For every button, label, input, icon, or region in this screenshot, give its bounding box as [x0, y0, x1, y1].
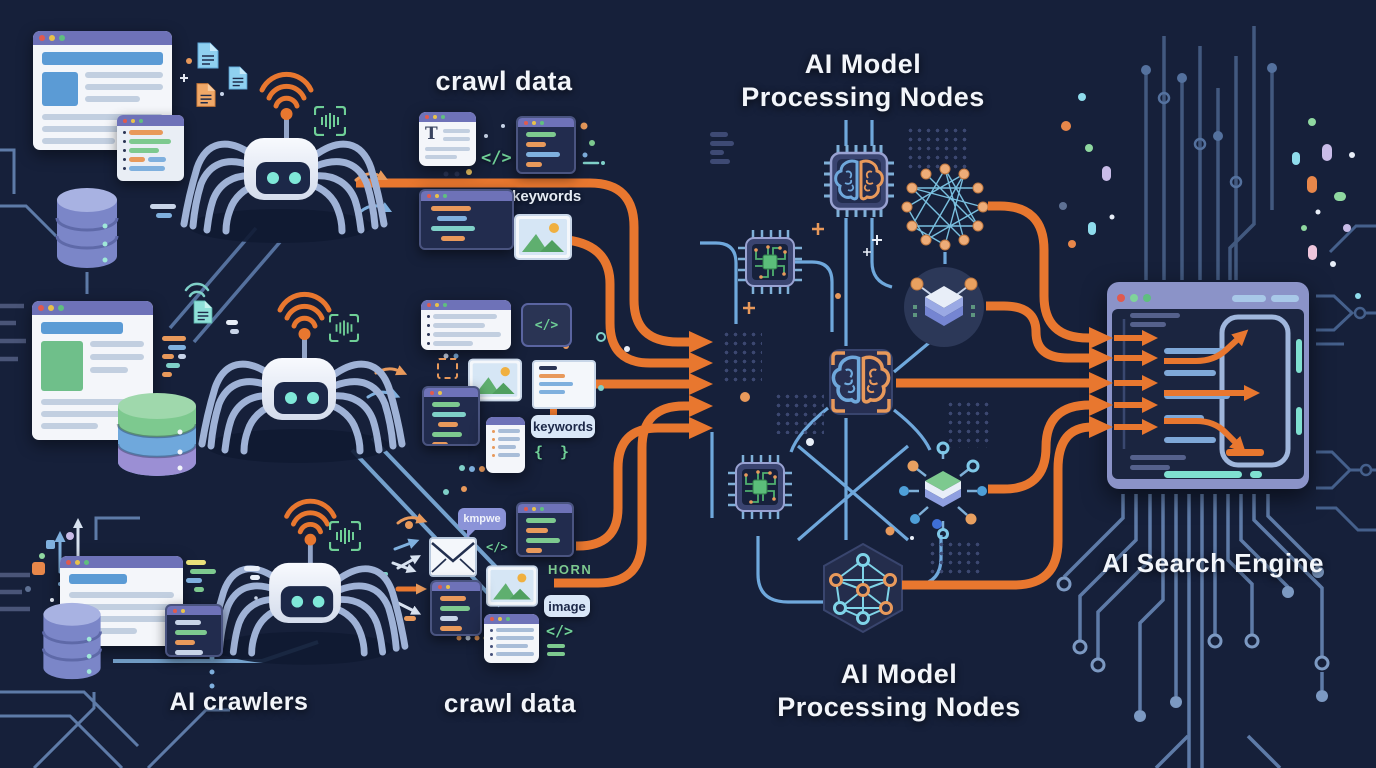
code-sparks — [162, 336, 186, 377]
code-sparks — [710, 132, 734, 164]
list-window — [421, 300, 511, 350]
label-ai-search-engine: AI Search Engine — [1102, 548, 1324, 578]
code-window-dark — [516, 502, 574, 557]
brain-chip-icon — [824, 145, 894, 217]
green-circuit-chip-icon — [728, 455, 792, 519]
image-icon — [468, 358, 522, 402]
code-window-dark-wide — [419, 189, 514, 250]
code-sparks — [244, 566, 260, 580]
label-ai-model-top: AI Model Processing Nodes — [737, 48, 989, 114]
close-dot-icon — [39, 35, 45, 41]
neural-network-cluster-icon — [901, 163, 989, 251]
voice-scan-icon — [329, 521, 361, 551]
document-icon-teal — [193, 300, 213, 324]
keywords-text-label: keywords — [512, 188, 582, 205]
dot-matrix-pattern — [906, 126, 968, 172]
document-icon-orange — [196, 83, 216, 107]
database-icon-blue — [55, 188, 119, 268]
label-ai-model-top-line2: Processing Nodes — [741, 82, 985, 112]
code-sparks — [226, 320, 239, 334]
letter-t-glyph: T — [425, 124, 438, 144]
green-circuit-chip-icon — [738, 230, 802, 294]
selection-frame-icon — [437, 358, 458, 379]
code-window-light — [117, 115, 184, 181]
ranked-results-graphic — [1114, 313, 1302, 478]
minimize-dot-icon — [1130, 294, 1138, 302]
browser-titlebar — [33, 31, 172, 45]
dot-matrix-pattern — [722, 330, 762, 382]
label-ai-model-top-line1: AI Model — [804, 49, 922, 79]
label-ai-crawlers: AI crawlers — [169, 688, 309, 716]
code-sparks — [150, 204, 176, 218]
maximize-dot-icon — [59, 35, 65, 41]
code-window-dark — [516, 116, 576, 174]
circuit-traces-right-side — [1316, 224, 1376, 532]
vector-stack-node-icon — [904, 267, 984, 347]
image-icon — [514, 214, 572, 260]
label-crawl-data-bottom: crawl data — [443, 688, 577, 718]
code-icon-tile: </> — [521, 303, 572, 347]
database-icon-blue — [41, 602, 103, 680]
label-crawl-data-top: crawl data — [435, 66, 573, 96]
list-card — [486, 417, 525, 473]
text-document-window: T — [419, 112, 476, 166]
maximize-dot-icon — [1143, 294, 1151, 302]
document-icon-blue — [197, 42, 219, 69]
code-window-dark — [165, 604, 223, 657]
ai-brain-core-icon — [829, 349, 893, 415]
image-placeholder — [42, 72, 78, 106]
image-placeholder-green — [41, 341, 83, 391]
braces-icon: { } — [534, 443, 574, 461]
equals-lines-icon — [547, 644, 565, 656]
label-ai-model-bottom-line2: Processing Nodes — [777, 692, 1021, 722]
circuit-traces-right-top — [1144, 26, 1274, 280]
stack-network-node-icon — [899, 441, 987, 539]
code-icon: </> — [481, 148, 512, 168]
graph-network-hexagon-icon — [823, 542, 903, 634]
keywords-badge: keywords — [531, 415, 595, 438]
kmpwe-speech-bubble: kmpwe — [458, 508, 506, 538]
voice-scan-icon — [329, 314, 359, 342]
email-icon — [429, 537, 477, 577]
list-window — [484, 614, 539, 663]
titlebar-pill — [1271, 294, 1299, 302]
code-icon: </> — [546, 622, 574, 640]
dot-matrix-pattern — [774, 392, 824, 434]
ai-crawler-spiders — [184, 74, 405, 664]
database-icon-multicolor — [116, 393, 198, 476]
image-icon — [486, 565, 538, 607]
ai-search-engine-window — [1107, 282, 1309, 489]
circuit-traces-right-bottom — [1062, 494, 1324, 768]
image-badge: image — [544, 595, 590, 617]
code-window-dark — [422, 386, 480, 446]
code-icon: </> — [534, 317, 559, 333]
horn-label: HORN — [548, 562, 593, 577]
code-icon: </> — [486, 540, 508, 554]
code-sparks — [186, 560, 216, 592]
label-ai-model-bottom-line1: AI Model — [840, 659, 958, 689]
close-dot-icon — [1117, 294, 1125, 302]
titlebar-pill — [1232, 294, 1266, 302]
browser-window-3 — [60, 556, 183, 646]
label-ai-model-bottom: AI Model Processing Nodes — [768, 658, 1030, 724]
dot-matrix-pattern — [928, 540, 984, 578]
minimize-dot-icon — [49, 35, 55, 41]
code-window-dark — [430, 580, 482, 636]
voice-scan-icon — [314, 106, 346, 136]
text-snippet-card — [532, 360, 596, 409]
search-window-body — [1112, 309, 1304, 479]
document-icon-blue-small — [228, 66, 248, 90]
search-window-titlebar — [1112, 287, 1304, 309]
